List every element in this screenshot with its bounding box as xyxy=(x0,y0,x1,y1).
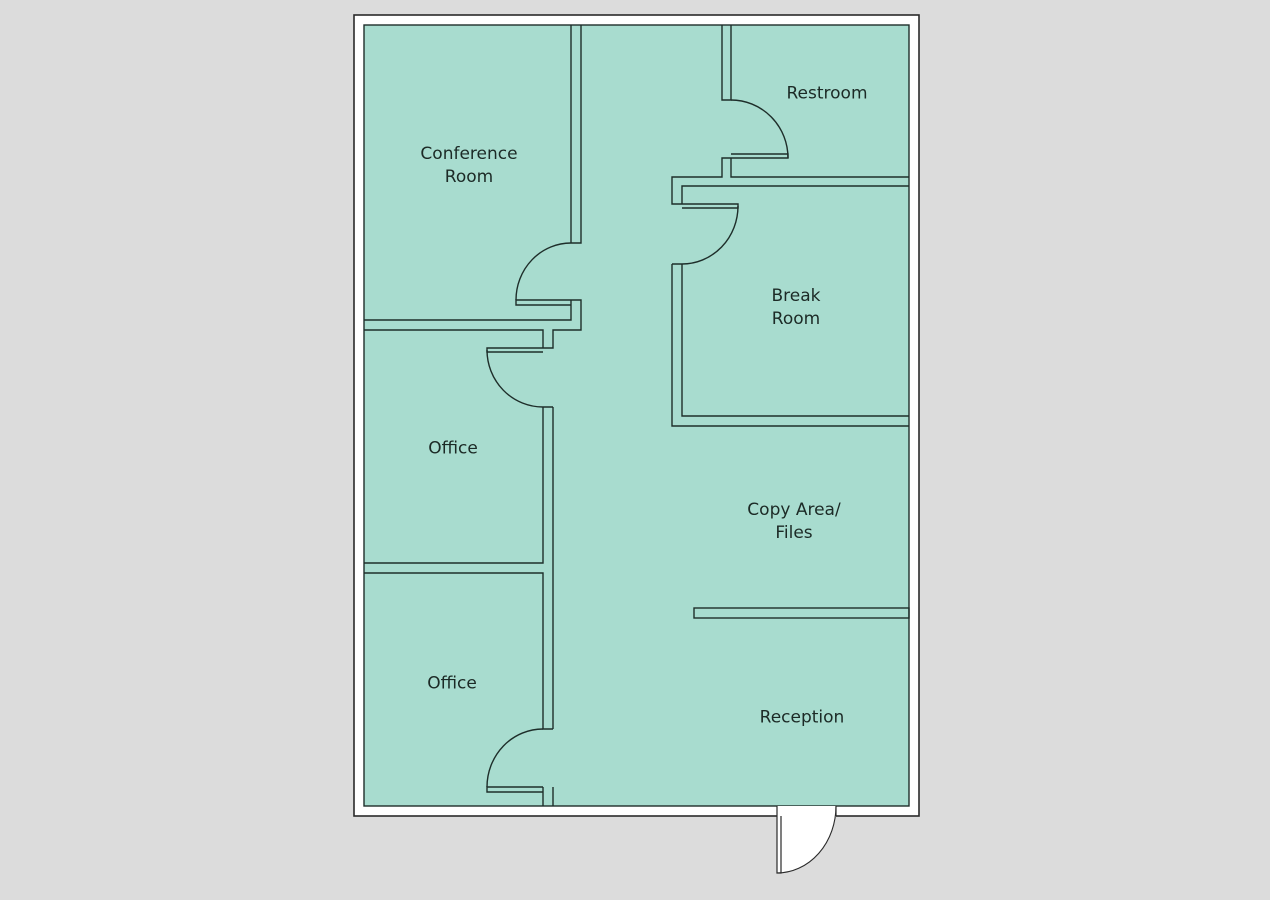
restroom-corridor-wall xyxy=(671,157,731,205)
room-label-reception[interactable]: Reception xyxy=(759,707,845,728)
room-label-conference-room[interactable]: Conference Room xyxy=(420,144,518,187)
break-room-walls xyxy=(681,185,909,417)
room-label-office-2[interactable]: Office xyxy=(427,673,477,694)
restroom-door-swing xyxy=(730,99,789,159)
room-label-break-room[interactable]: Break Room xyxy=(771,286,821,329)
office-2-door-leaf xyxy=(486,786,543,793)
conference-door-swing xyxy=(515,242,572,301)
conference-corridor-wall xyxy=(543,25,582,349)
restroom-walls xyxy=(721,25,909,178)
entry-door-area xyxy=(777,806,836,873)
office-1-door-swing xyxy=(486,349,553,408)
conference-room-walls xyxy=(364,25,572,321)
room-label-copy-area[interactable]: Copy Area/ Files xyxy=(747,500,841,543)
break-room-door-swing xyxy=(672,205,739,265)
entry-door-swing xyxy=(776,805,837,874)
conference-door-leaf xyxy=(515,299,571,306)
office-1-walls xyxy=(364,329,544,564)
office-2-walls xyxy=(364,572,554,806)
break-room-outer-wall xyxy=(671,264,909,427)
room-label-office-1[interactable]: Office xyxy=(428,438,478,459)
room-label-restroom[interactable]: Restroom xyxy=(786,83,868,104)
office-2-door-swing xyxy=(486,728,544,788)
copy-reception-partition xyxy=(693,607,910,619)
